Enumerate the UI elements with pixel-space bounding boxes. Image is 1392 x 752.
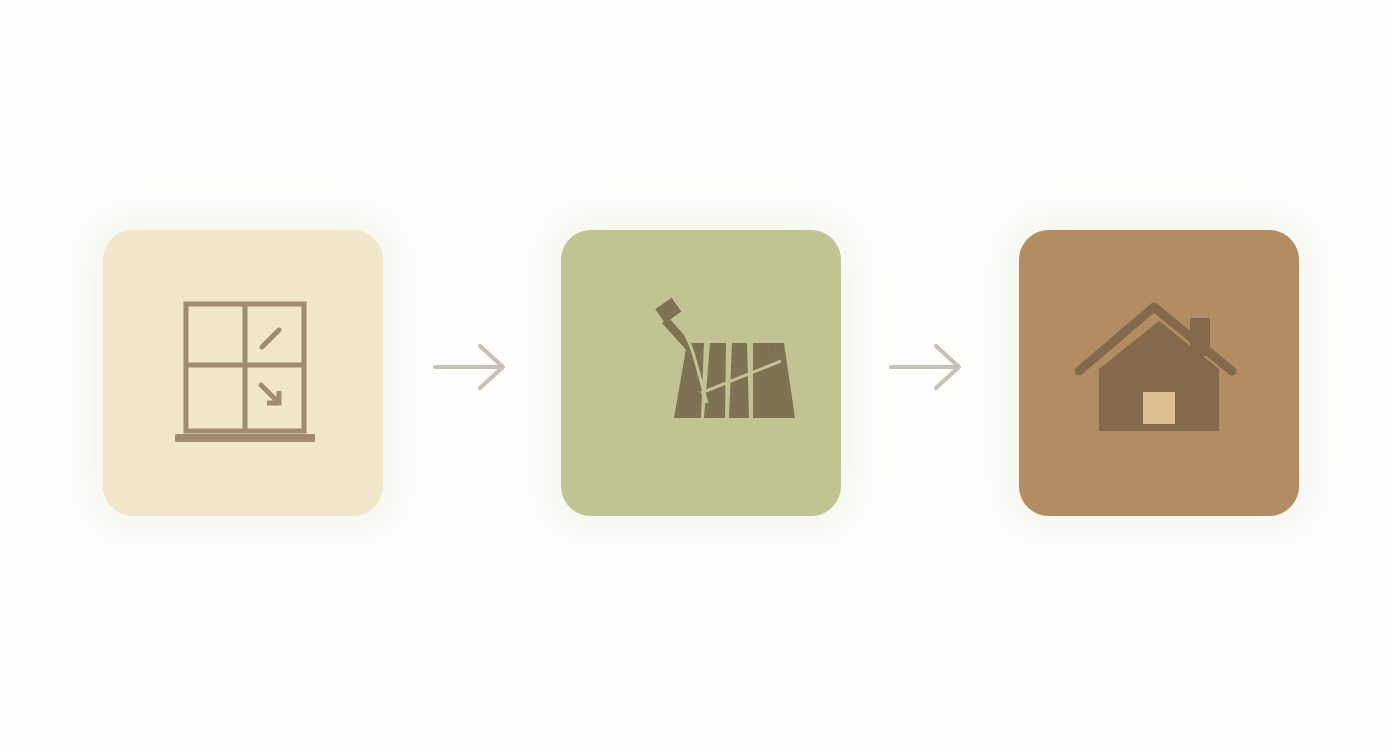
- window-icon: [175, 301, 315, 442]
- house-icon: [1074, 302, 1237, 431]
- flooring-planks-icon: [655, 297, 795, 418]
- step-card-flooring: [561, 230, 841, 516]
- arrow-right-icon: [433, 344, 505, 390]
- step-card-house: [1019, 230, 1299, 516]
- arrow-right-icon: [889, 344, 961, 390]
- step-card-window: [103, 230, 383, 516]
